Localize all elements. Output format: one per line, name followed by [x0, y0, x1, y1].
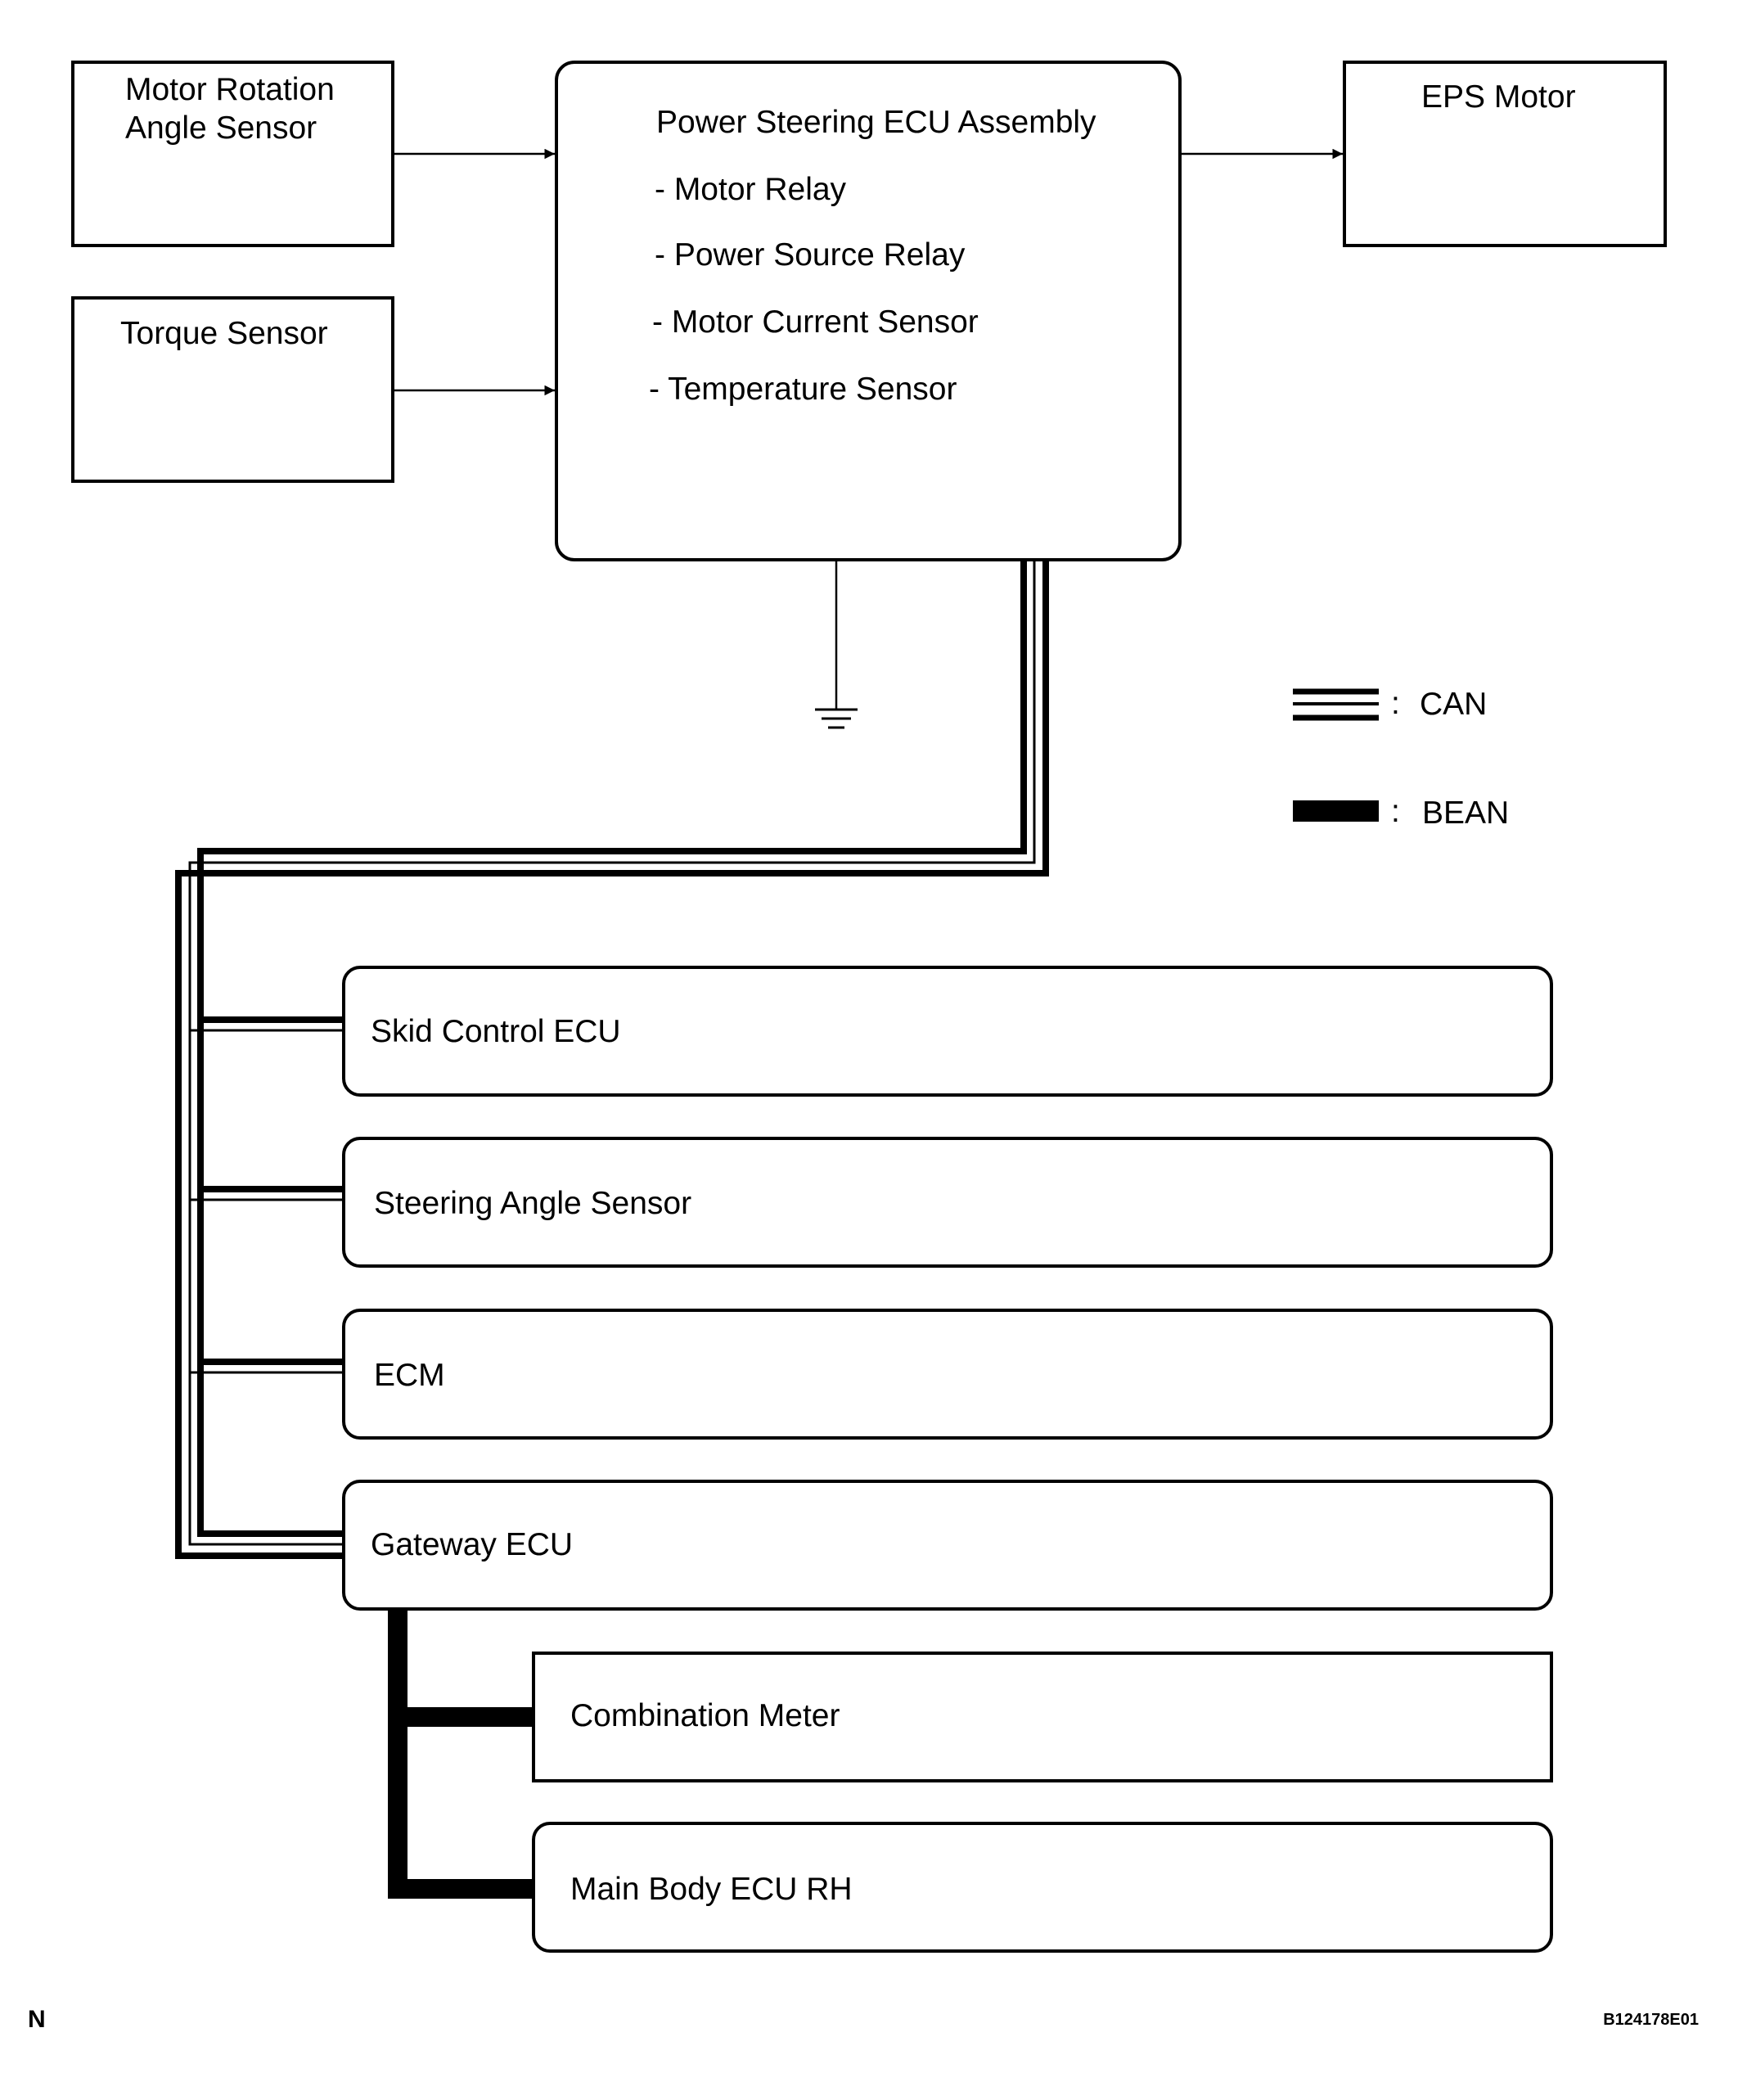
torque-sensor-label: Torque Sensor [120, 316, 328, 351]
legend-bean-label: BEAN [1422, 795, 1509, 831]
legend-can-label: CAN [1420, 687, 1487, 722]
ecm-label: ECM [374, 1358, 445, 1393]
ground-icon [815, 560, 858, 729]
ecu-component-motor-current-sensor: - Motor Current Sensor [652, 304, 979, 340]
motor-rotation-angle-sensor-label-2: Angle Sensor [125, 110, 317, 146]
legend-bean-symbol [1293, 800, 1379, 822]
main-body-ecu-rh-label: Main Body ECU RH [570, 1872, 853, 1907]
ecu-assembly-title: Power Steering ECU Assembly [656, 105, 1096, 140]
can-bus-middle-line [188, 560, 1036, 1546]
legend-can-symbol [1293, 688, 1379, 721]
steering-angle-sensor-label: Steering Angle Sensor [374, 1186, 691, 1221]
combination-meter-label: Combination Meter [570, 1698, 840, 1733]
eps-motor-box: EPS Motor [1343, 61, 1667, 247]
ecu-component-motor-relay: - Motor Relay [655, 172, 847, 207]
combination-meter-box: Combination Meter [532, 1652, 1553, 1782]
legend-can-separator: : [1391, 686, 1400, 721]
power-steering-ecu-assembly-box: Power Steering ECU Assembly - Motor Rela… [555, 61, 1182, 561]
figure-code: B124178E01 [1603, 2011, 1699, 2029]
gateway-ecu-box: Gateway ECU [342, 1480, 1553, 1611]
ecm-box: ECM [342, 1309, 1553, 1440]
skid-control-ecu-box: Skid Control ECU [342, 966, 1553, 1097]
footer-left-mark: N [28, 2006, 46, 2033]
motor-rotation-angle-sensor-label-1: Motor Rotation [125, 72, 335, 107]
motor-rotation-angle-sensor-box: Motor Rotation Angle Sensor [71, 61, 394, 247]
ecu-component-temperature-sensor: - Temperature Sensor [649, 372, 957, 407]
gateway-ecu-label: Gateway ECU [371, 1527, 573, 1562]
bean-bus-line [388, 1611, 534, 1899]
can-bus-line [175, 560, 1049, 1559]
legend-bean-separator: : [1391, 794, 1400, 829]
eps-motor-label: EPS Motor [1421, 79, 1576, 115]
skid-control-ecu-label: Skid Control ECU [371, 1014, 621, 1049]
torque-sensor-box: Torque Sensor [71, 296, 394, 483]
steering-angle-sensor-box: Steering Angle Sensor [342, 1137, 1553, 1268]
ecu-component-power-source-relay: - Power Source Relay [655, 237, 966, 273]
legend: : CAN : BEAN [1293, 686, 1509, 831]
main-body-ecu-rh-box: Main Body ECU RH [532, 1822, 1553, 1953]
